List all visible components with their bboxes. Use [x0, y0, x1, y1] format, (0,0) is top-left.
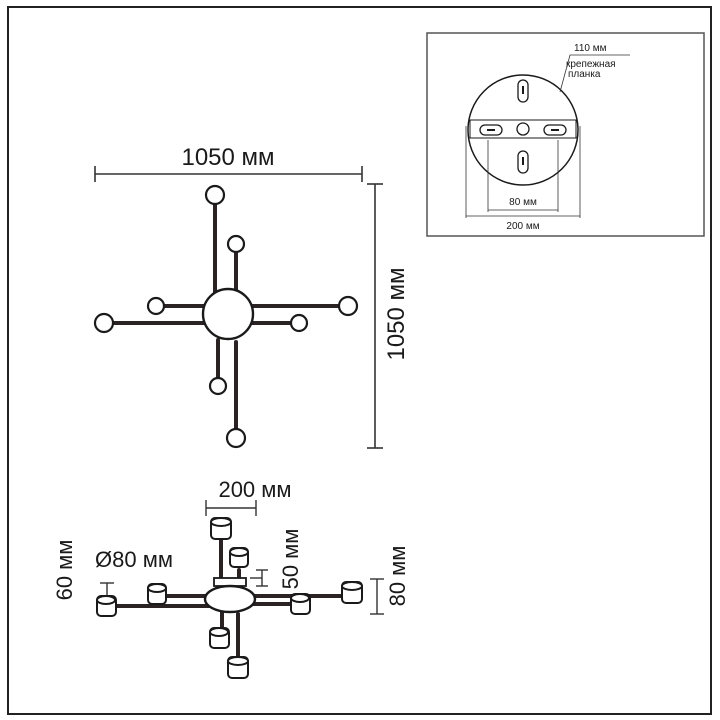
bulb-icon: [93, 312, 115, 334]
shade-height-label: 60 мм: [52, 540, 77, 601]
bulb-icon: [289, 313, 309, 333]
shade-diameter-label: Ø80 мм: [95, 547, 173, 572]
top-width-dimension: [94, 166, 363, 182]
side-view-shades: [96, 517, 363, 679]
mount-slots: [479, 79, 567, 174]
plate-leader: [559, 54, 630, 93]
stem-height-label: 50 мм: [278, 529, 303, 590]
mount-plate-circle: [467, 74, 579, 186]
shade-icon: [227, 656, 249, 679]
top-width-label: 1050 мм: [181, 144, 274, 171]
mounting-bar: [469, 119, 577, 139]
inner-width-label: 80 мм: [509, 197, 537, 208]
plate-label: 110 мм: [574, 43, 607, 54]
total-height-label: 80 мм: [385, 546, 410, 607]
plate-caption-line2: планка: [568, 69, 601, 80]
base-width-label: 200 мм: [218, 477, 291, 502]
shade-icon: [229, 547, 249, 568]
bulb-icon: [146, 296, 166, 316]
plate-caption-line1: крепежная: [566, 59, 616, 70]
side-view: 200 мм Ø80 мм 50 мм 60 мм 80 мм: [52, 477, 410, 679]
top-height-label: 1050 мм: [383, 267, 410, 360]
outer-width-label: 200 мм: [506, 221, 539, 232]
bulb-icon: [225, 427, 247, 449]
shade-icon: [210, 517, 232, 540]
shade-icon: [341, 581, 363, 604]
shade-icon: [147, 583, 167, 605]
shade-icon: [290, 593, 311, 615]
bulb-icon: [204, 184, 226, 206]
page-frame: [7, 6, 712, 715]
bulb-icon: [226, 234, 246, 254]
center-canopy: [201, 287, 255, 341]
side-canopy: [203, 584, 257, 614]
top-view-arms: [102, 202, 350, 432]
bulb-icon: [208, 376, 228, 396]
bulb-icon: [337, 295, 359, 317]
top-view: 1050 мм 1050 мм: [93, 144, 410, 449]
top-view-bulbs: [93, 184, 359, 449]
mount-plate-inset: 110 мм крепежная планка 80 мм 200 мм: [426, 32, 705, 237]
shade-icon: [209, 627, 230, 649]
shade-icon: [96, 595, 117, 617]
top-height-dimension: [367, 183, 383, 449]
